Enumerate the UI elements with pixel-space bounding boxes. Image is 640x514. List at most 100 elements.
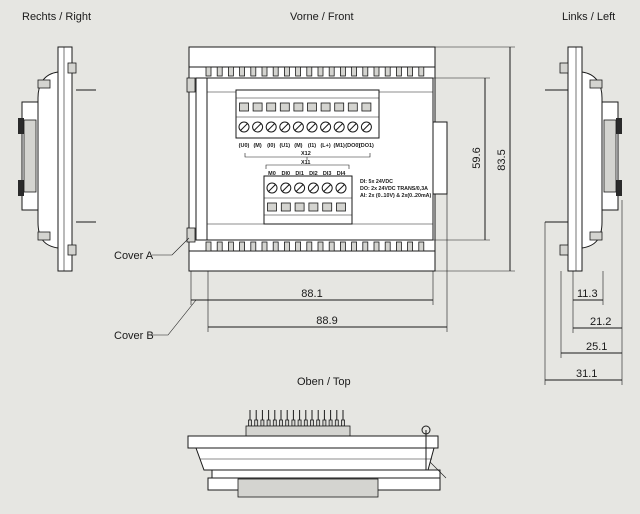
- x12-screw-slot: [240, 123, 248, 131]
- x12-pin-label: (U1): [279, 143, 290, 149]
- front-view-dimensions: 59.6 83.5 88.1 88.9: [190, 46, 515, 332]
- vent-slot-top: [227, 66, 234, 77]
- vent-slot-bottom: [328, 241, 335, 252]
- spec-note-do: DO: 2x 24VDC TRANS/0,3A: [360, 186, 428, 192]
- x11-terminal-slot: [280, 202, 291, 212]
- top-view-pin-collar: [272, 419, 277, 427]
- top-view-pin-collar: [341, 419, 345, 427]
- spec-note-di: DI: 5x 24VDC: [360, 179, 393, 185]
- left-view-latch-bottom: [589, 231, 603, 241]
- x12-screw-slot: [348, 123, 357, 131]
- left-view-clip-top: [559, 62, 569, 74]
- left-view-latch-top: [589, 79, 603, 89]
- x12-terminal-slot: [320, 102, 331, 112]
- vent-slot-bottom: [339, 241, 346, 252]
- vent-slot-top: [362, 66, 369, 77]
- x11-pin-label: M0: [268, 171, 276, 177]
- vent-slot-bottom: [227, 241, 234, 252]
- vent-slot-top: [317, 66, 324, 77]
- vent-slot-top: [295, 66, 302, 77]
- left-view-terminal-bottom: [616, 180, 622, 196]
- top-view-pin-collar: [297, 419, 302, 427]
- x12-screw-slot: [280, 123, 289, 131]
- left-view-rail: [567, 46, 583, 272]
- front-view-right-latch: [432, 121, 448, 195]
- vent-slot-top: [261, 66, 268, 77]
- x12-pin-label: (M): [294, 143, 302, 149]
- view-title-top: Oben / Top: [297, 376, 351, 388]
- vent-slot-bottom: [351, 241, 358, 252]
- vent-slot-bottom: [362, 241, 369, 252]
- view-title-left: Links / Left: [562, 11, 615, 23]
- x11-pin-label: DI1: [295, 171, 304, 177]
- connector-x11-bracket: [265, 164, 350, 169]
- vent-slot-bottom: [373, 241, 380, 252]
- vent-slot-top: [306, 66, 313, 77]
- x11-screw-slot: [295, 184, 304, 192]
- x11-terminal-slot: [294, 202, 305, 212]
- view-title-right: Rechts / Right: [22, 11, 91, 23]
- x12-pin-label: (DO0): [345, 143, 360, 149]
- vent-slot-top: [351, 66, 358, 77]
- left-view-clip-bottom: [559, 244, 569, 256]
- x11-pin-label: DI4: [337, 171, 347, 177]
- x12-screw-slot: [321, 123, 330, 131]
- right-view-terminal-top: [18, 118, 24, 134]
- dim-25-1-text: 25.1: [586, 341, 607, 353]
- x12-terminal-slot: [279, 102, 290, 112]
- x11-screw-slot: [268, 184, 276, 192]
- right-view-terminal-bottom: [18, 180, 24, 196]
- left-view-rail-edge: [567, 46, 577, 272]
- x12-pin-label: (M): [253, 143, 261, 149]
- vent-slot-top: [407, 66, 414, 77]
- top-view-connector-base: [245, 425, 351, 437]
- x12-terminal-slot: [252, 102, 263, 112]
- top-view-base-plate: [211, 469, 441, 479]
- vent-slot-bottom: [205, 241, 212, 252]
- x12-pin-label: (U0): [239, 143, 250, 149]
- top-view-pin-collar: [316, 419, 321, 427]
- dim-11-3-text: 11.3: [577, 288, 598, 300]
- left-view-terminal-block: [603, 119, 617, 193]
- vent-slot-top: [418, 66, 425, 77]
- right-view-terminal-block: [23, 119, 37, 193]
- top-view-pin-collar: [285, 419, 290, 427]
- x12-terminal-slot: [266, 102, 277, 112]
- x12-screw-slot: [294, 123, 303, 131]
- x12-screw-slot: [267, 123, 276, 131]
- dim-21-2-text: 21.2: [590, 316, 611, 328]
- vent-slot-top: [283, 66, 290, 77]
- connector-x12-bracket: [244, 153, 371, 158]
- callout-cover-b-leader: [152, 299, 197, 336]
- connector-x11-screws: [264, 182, 352, 216]
- x12-terminal-slot: [307, 102, 317, 112]
- x12-terminal-slot: [334, 102, 345, 112]
- vent-slot-bottom: [272, 241, 279, 252]
- vent-slot-bottom: [395, 241, 402, 252]
- vent-slot-top: [205, 66, 212, 77]
- x11-terminal-slot: [322, 202, 333, 212]
- x11-pin-label: DI0: [282, 171, 291, 177]
- top-view-pin-collar: [248, 419, 252, 427]
- top-view-pin-collar: [254, 419, 259, 427]
- vent-slot-top: [216, 66, 223, 77]
- top-view: [187, 410, 447, 498]
- vent-slot-bottom: [384, 241, 391, 252]
- left-view-terminal-top: [616, 118, 622, 134]
- vent-slot-bottom: [261, 241, 268, 252]
- vent-slot-bottom: [239, 241, 246, 252]
- top-view-pin-collar: [266, 419, 271, 427]
- vent-slot-top: [239, 66, 246, 77]
- dim-83-5-text: 83.5: [496, 149, 508, 170]
- left-side-view: [545, 46, 622, 272]
- top-view-latch-line: [429, 461, 447, 479]
- x12-pin-label: (M1): [334, 143, 345, 149]
- vent-slot-bottom: [216, 241, 223, 252]
- cover-a-tab: [186, 227, 196, 243]
- x12-screw-slot: [253, 123, 262, 131]
- left-view-dimensions: 11.3 21.2 25.1 31.1: [544, 200, 623, 385]
- view-title-front: Vorne / Front: [290, 11, 354, 23]
